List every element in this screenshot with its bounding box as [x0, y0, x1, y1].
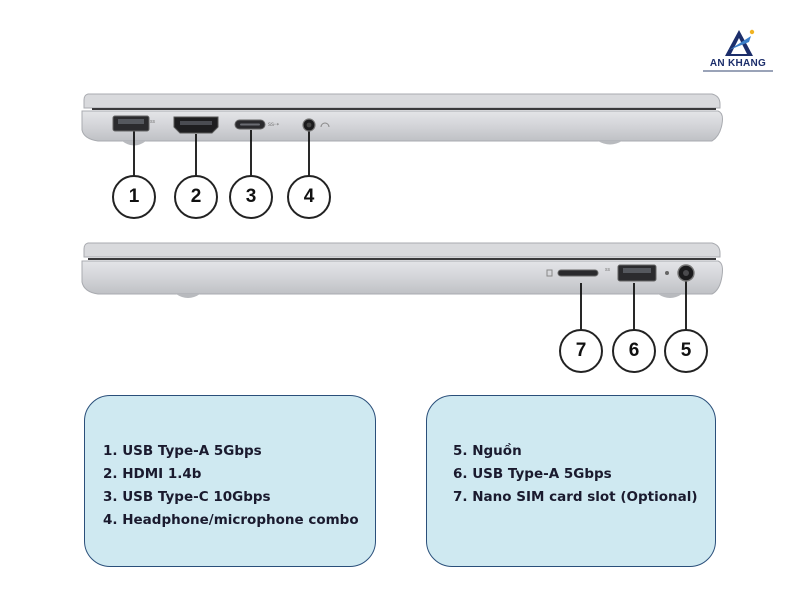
list-item: 3. USB Type-C 10Gbps	[103, 489, 271, 505]
audio-jack-icon	[302, 118, 330, 132]
list-item: 6. USB Type-A 5Gbps	[453, 466, 612, 482]
brand-name: AN KHANG	[709, 58, 767, 69]
callout-6: 6	[612, 329, 656, 373]
usb-a-port-right-icon: ss	[605, 264, 657, 282]
callout-3: 3	[229, 175, 273, 219]
callout-5: 5	[664, 329, 708, 373]
callout-4: 4	[287, 175, 331, 219]
brand-underline	[703, 70, 773, 72]
svg-text:ss⇢: ss⇢	[268, 122, 279, 128]
callout-2: 2	[174, 175, 218, 219]
ports-right-list: 5. Nguồn 6. USB Type-A 5Gbps 7. Nano SIM…	[453, 440, 715, 509]
svg-text:ss: ss	[150, 119, 156, 125]
ports-left-box: 1. USB Type-A 5Gbps 2. HDMI 1.4b 3. USB …	[84, 395, 376, 567]
list-item: 4. Headphone/microphone combo	[103, 512, 359, 528]
svg-text:ss: ss	[605, 267, 611, 273]
list-item: 1. USB Type-A 5Gbps	[103, 443, 262, 459]
list-item: 5. Nguồn	[453, 443, 522, 459]
power-port-icon	[665, 264, 695, 282]
callout-7: 7	[559, 329, 603, 373]
list-item: 2. HDMI 1.4b	[103, 466, 202, 482]
ports-right-box: 5. Nguồn 6. USB Type-A 5Gbps 7. Nano SIM…	[426, 395, 716, 567]
usb-c-port-icon: ss⇢	[234, 119, 279, 130]
usb-a-port-icon: ss	[112, 115, 156, 132]
sim-slot-icon	[546, 269, 599, 277]
logo-mark-icon	[725, 29, 755, 56]
hdmi-port-icon	[173, 116, 219, 134]
brand-logo: AN KHANG	[703, 28, 773, 78]
callout-1: 1	[112, 175, 156, 219]
ports-left-list: 1. USB Type-A 5Gbps 2. HDMI 1.4b 3. USB …	[103, 440, 375, 532]
list-item: 7. Nano SIM card slot (Optional)	[453, 489, 698, 505]
